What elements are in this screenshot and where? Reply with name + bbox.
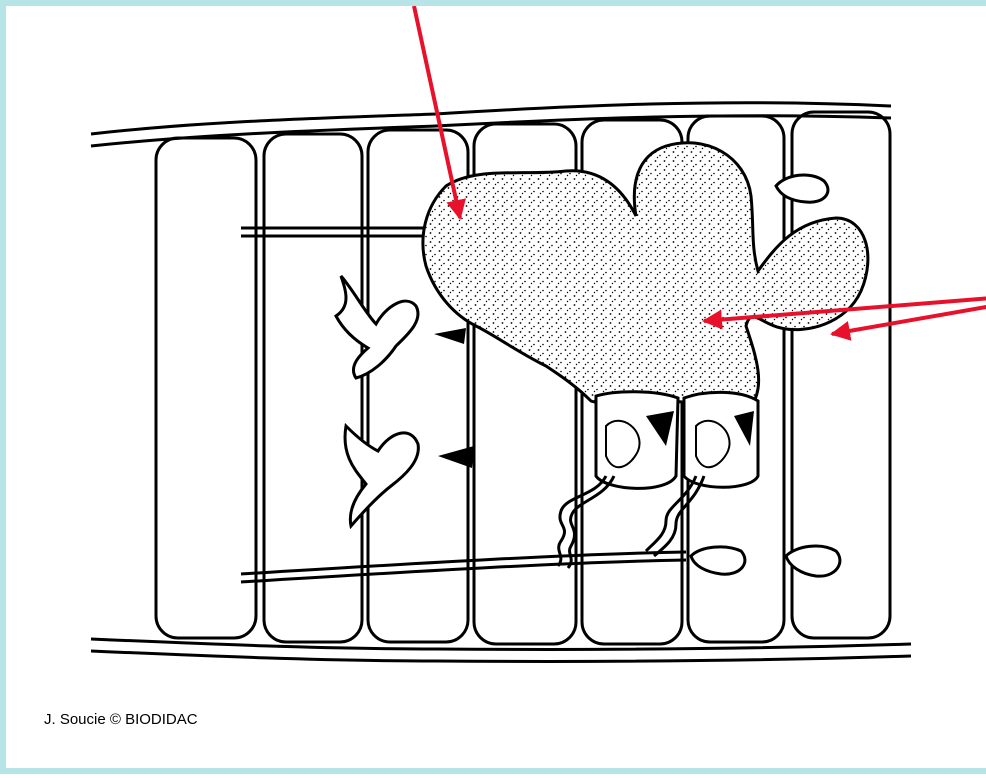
ovary-like-structures	[336, 276, 418, 526]
image-credit: J. Soucie © BIODIDAC	[44, 711, 198, 728]
earthworm-dissection-drawing	[6, 6, 986, 780]
segment	[156, 138, 256, 638]
segment	[264, 134, 362, 642]
